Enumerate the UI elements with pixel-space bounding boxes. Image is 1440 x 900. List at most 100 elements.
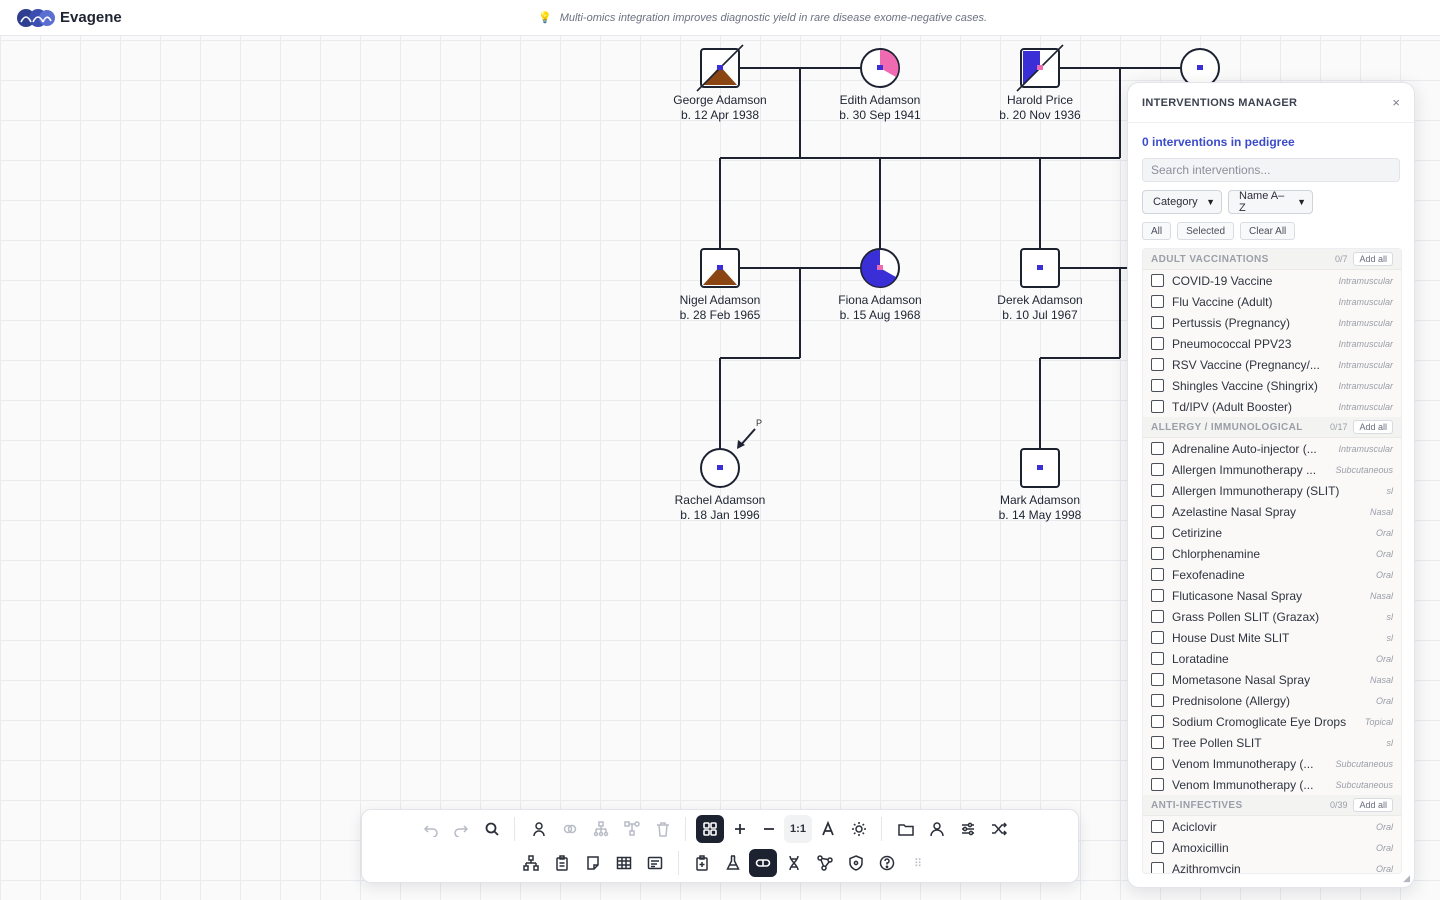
- intervention-checkbox[interactable]: [1151, 316, 1164, 329]
- intervention-item[interactable]: Td/IPV (Adult Booster)Intramuscular: [1143, 396, 1401, 417]
- add-person-button[interactable]: [525, 815, 553, 843]
- clipboard-button[interactable]: [548, 849, 576, 877]
- undo-button[interactable]: [417, 815, 445, 843]
- drag-handle-icon[interactable]: ⠿: [913, 857, 923, 870]
- person-edith-symbol[interactable]: [860, 48, 900, 88]
- lab-tests-button[interactable]: [719, 849, 747, 877]
- intervention-checkbox[interactable]: [1151, 400, 1164, 413]
- settings-button[interactable]: [954, 815, 982, 843]
- add-all-button[interactable]: Add all: [1353, 420, 1393, 434]
- add-all-button[interactable]: Add all: [1353, 252, 1393, 266]
- intervention-checkbox[interactable]: [1151, 295, 1164, 308]
- add-partner-button[interactable]: [556, 815, 584, 843]
- person-label-mark[interactable]: Mark Adamson b. 14 May 1998: [970, 493, 1110, 523]
- zoom-out-button[interactable]: [755, 815, 783, 843]
- add-children-button[interactable]: [587, 815, 615, 843]
- person-derek-symbol[interactable]: [1020, 248, 1060, 288]
- intervention-checkbox[interactable]: [1151, 841, 1164, 854]
- person-george-symbol[interactable]: [696, 44, 744, 92]
- person-label-edith[interactable]: Edith Adamson b. 30 Sep 1941: [810, 93, 950, 123]
- intervention-checkbox[interactable]: [1151, 547, 1164, 560]
- grid-toggle-button[interactable]: [696, 815, 724, 843]
- medical-record-button[interactable]: [688, 849, 716, 877]
- intervention-checkbox[interactable]: [1151, 757, 1164, 770]
- redo-button[interactable]: [447, 815, 475, 843]
- intervention-checkbox[interactable]: [1151, 484, 1164, 497]
- person-label-harold[interactable]: Harold Price b. 20 Nov 1936: [970, 93, 1110, 123]
- privacy-button[interactable]: [842, 849, 870, 877]
- genetics-button[interactable]: [780, 849, 808, 877]
- intervention-item[interactable]: Allergen Immunotherapy ...Subcutaneous: [1143, 459, 1401, 480]
- intervention-checkbox[interactable]: [1151, 778, 1164, 791]
- person-label-derek[interactable]: Derek Adamson b. 10 Jul 1967: [970, 293, 1110, 323]
- intervention-item[interactable]: RSV Vaccine (Pregnancy/...Intramuscular: [1143, 354, 1401, 375]
- notes-button[interactable]: [579, 849, 607, 877]
- zoom-reset-button[interactable]: 1:1: [784, 815, 812, 843]
- person-rachel-symbol[interactable]: [700, 428, 756, 488]
- intervention-checkbox[interactable]: [1151, 526, 1164, 539]
- interventions-button[interactable]: [749, 849, 777, 877]
- intervention-item[interactable]: Allergen Immunotherapy (SLIT)sl: [1143, 480, 1401, 501]
- intervention-checkbox[interactable]: [1151, 610, 1164, 623]
- intervention-checkbox[interactable]: [1151, 463, 1164, 476]
- help-button[interactable]: [873, 849, 901, 877]
- open-file-button[interactable]: [892, 815, 920, 843]
- intervention-item[interactable]: Flu Vaccine (Adult)Intramuscular: [1143, 291, 1401, 312]
- close-icon[interactable]: ×: [1392, 95, 1400, 110]
- theme-button[interactable]: [845, 815, 873, 843]
- intervention-item[interactable]: Venom Immunotherapy (...Subcutaneous: [1143, 774, 1401, 795]
- font-button[interactable]: [814, 815, 842, 843]
- table-button[interactable]: [610, 849, 638, 877]
- sort-select[interactable]: Name A–Z ▼: [1228, 190, 1313, 214]
- intervention-checkbox[interactable]: [1151, 862, 1164, 873]
- zoom-in-button[interactable]: [726, 815, 754, 843]
- person-fiona-symbol[interactable]: [860, 248, 900, 288]
- intervention-checkbox[interactable]: [1151, 379, 1164, 392]
- add-parents-button[interactable]: [618, 815, 646, 843]
- intervention-checkbox[interactable]: [1151, 358, 1164, 371]
- intervention-checkbox[interactable]: [1151, 589, 1164, 602]
- intervention-checkbox[interactable]: [1151, 568, 1164, 581]
- person-label-george[interactable]: George Adamson b. 12 Apr 1938: [650, 93, 790, 123]
- intervention-checkbox[interactable]: [1151, 694, 1164, 707]
- profile-button[interactable]: [923, 815, 951, 843]
- network-button[interactable]: [811, 849, 839, 877]
- delete-button[interactable]: [649, 815, 677, 843]
- add-all-button[interactable]: Add all: [1353, 798, 1393, 812]
- person-harold-symbol[interactable]: [1016, 44, 1064, 92]
- intervention-checkbox[interactable]: [1151, 736, 1164, 749]
- person-label-nigel[interactable]: Nigel Adamson b. 28 Feb 1965: [650, 293, 790, 323]
- intervention-checkbox[interactable]: [1151, 673, 1164, 686]
- person-mark-symbol[interactable]: [1020, 448, 1060, 488]
- search-interventions-input[interactable]: [1142, 158, 1400, 182]
- intervention-item[interactable]: Prednisolone (Allergy)Oral: [1143, 690, 1401, 711]
- resize-handle-icon[interactable]: ◢: [1403, 873, 1410, 883]
- clear-all-button[interactable]: Clear All: [1240, 222, 1296, 240]
- form-button[interactable]: [641, 849, 669, 877]
- person-label-fiona[interactable]: Fiona Adamson b. 15 Aug 1968: [810, 293, 950, 323]
- filter-selected-button[interactable]: Selected: [1177, 222, 1235, 240]
- intervention-checkbox[interactable]: [1151, 337, 1164, 350]
- intervention-checkbox[interactable]: [1151, 715, 1164, 728]
- intervention-item[interactable]: Venom Immunotherapy (...Subcutaneous: [1143, 753, 1401, 774]
- intervention-checkbox[interactable]: [1151, 442, 1164, 455]
- intervention-item[interactable]: Grass Pollen SLIT (Grazax)sl: [1143, 606, 1401, 627]
- filter-all-button[interactable]: All: [1142, 222, 1172, 240]
- intervention-item[interactable]: Pertussis (Pregnancy)Intramuscular: [1143, 312, 1401, 333]
- person-label-rachel[interactable]: Rachel Adamson b. 18 Jan 1996: [650, 493, 790, 523]
- intervention-checkbox[interactable]: [1151, 652, 1164, 665]
